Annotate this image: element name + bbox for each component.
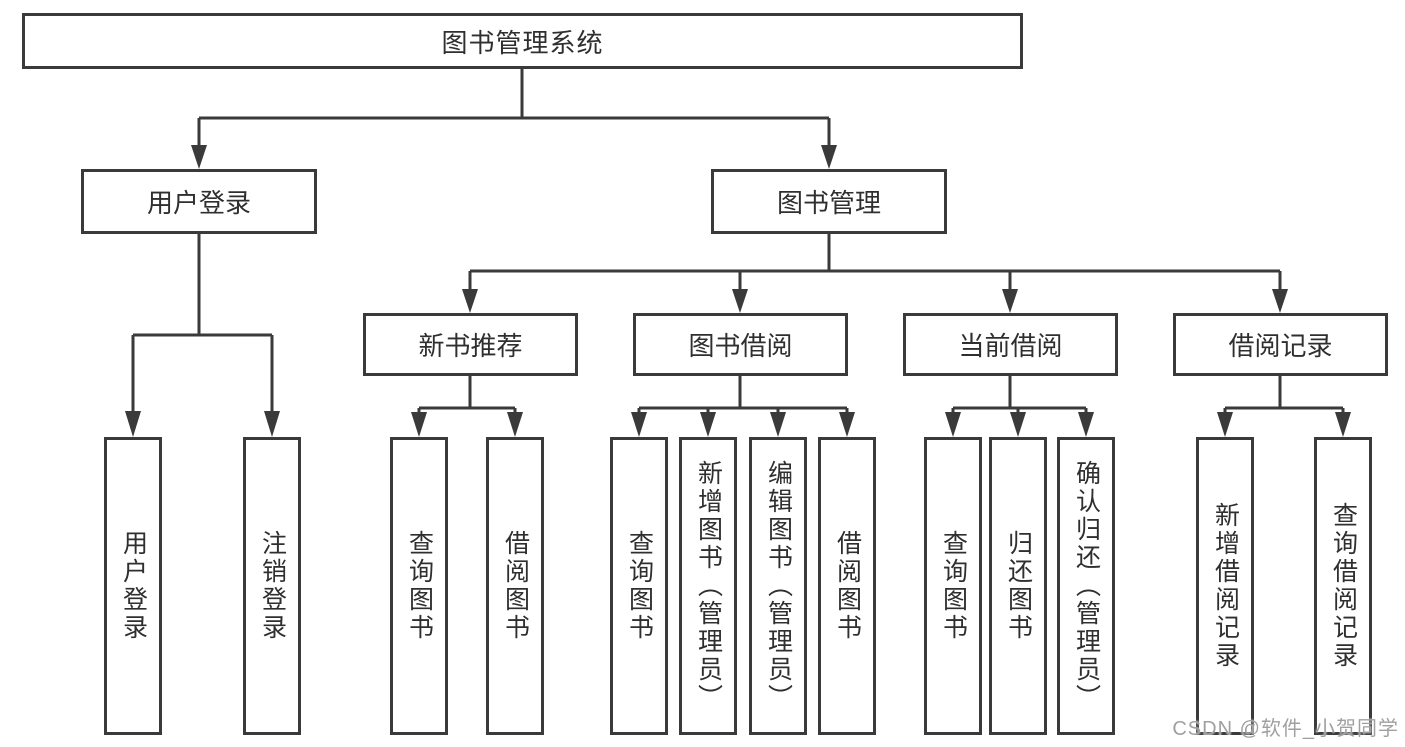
leaf-confirm-return-admin: 确认归还（管理员） <box>1057 437 1115 735</box>
leaf-recommend-query-books: 查询图书 <box>390 437 448 735</box>
arrowheads <box>125 145 1351 437</box>
leaf-label: 新增图书（管理员） <box>694 460 723 712</box>
node-book-borrow: 图书借阅 <box>633 313 848 376</box>
leaf-label: 确认归还（管理员） <box>1072 460 1101 712</box>
leaf-return-books: 归还图书 <box>989 437 1047 735</box>
leaf-user-login: 用户登录 <box>104 437 162 735</box>
node-label: 图书管理 <box>776 188 881 218</box>
leaf-label: 用户登录 <box>119 530 148 642</box>
leaf-add-borrow-record: 新增借阅记录 <box>1196 437 1254 735</box>
leaf-recommend-borrow-books: 借阅图书 <box>486 437 544 735</box>
node-library-management-system: 图书管理系统 <box>22 13 1023 69</box>
leaf-label: 查询图书 <box>939 530 968 642</box>
leaf-label: 查询借阅记录 <box>1329 502 1358 670</box>
node-new-book-recommend: 新书推荐 <box>363 313 578 376</box>
leaf-current-query-books: 查询图书 <box>924 437 982 735</box>
leaf-label: 查询图书 <box>405 530 434 642</box>
leaf-label: 借阅图书 <box>501 530 530 642</box>
leaf-label: 编辑图书（管理员） <box>764 460 793 712</box>
node-label: 图书借阅 <box>688 331 793 361</box>
leaf-label: 注销登录 <box>258 530 287 642</box>
node-label: 借阅记录 <box>1228 331 1333 361</box>
node-user-login: 用户登录 <box>81 169 317 234</box>
node-book-management: 图书管理 <box>711 169 947 234</box>
leaf-label: 借阅图书 <box>833 530 862 642</box>
leaf-label: 归还图书 <box>1004 530 1033 642</box>
node-label: 用户登录 <box>146 188 251 218</box>
leaf-add-books-admin: 新增图书（管理员） <box>679 437 737 735</box>
leaf-logout: 注销登录 <box>243 437 301 735</box>
leaf-borrow-query-books: 查询图书 <box>610 437 668 735</box>
leaf-edit-books-admin: 编辑图书（管理员） <box>749 437 807 735</box>
leaf-label: 查询图书 <box>625 530 654 642</box>
leaf-label: 新增借阅记录 <box>1211 502 1240 670</box>
leaf-query-borrow-record: 查询借阅记录 <box>1314 437 1372 735</box>
node-label: 新书推荐 <box>418 331 523 361</box>
node-current-borrow: 当前借阅 <box>903 313 1118 376</box>
csdn-watermark: CSDN @软件_小贺同学 <box>1172 718 1399 740</box>
node-label: 当前借阅 <box>958 331 1063 361</box>
node-label: 图书管理系统 <box>441 27 604 58</box>
leaf-borrow-books: 借阅图书 <box>818 437 876 735</box>
node-borrow-records: 借阅记录 <box>1173 313 1388 376</box>
